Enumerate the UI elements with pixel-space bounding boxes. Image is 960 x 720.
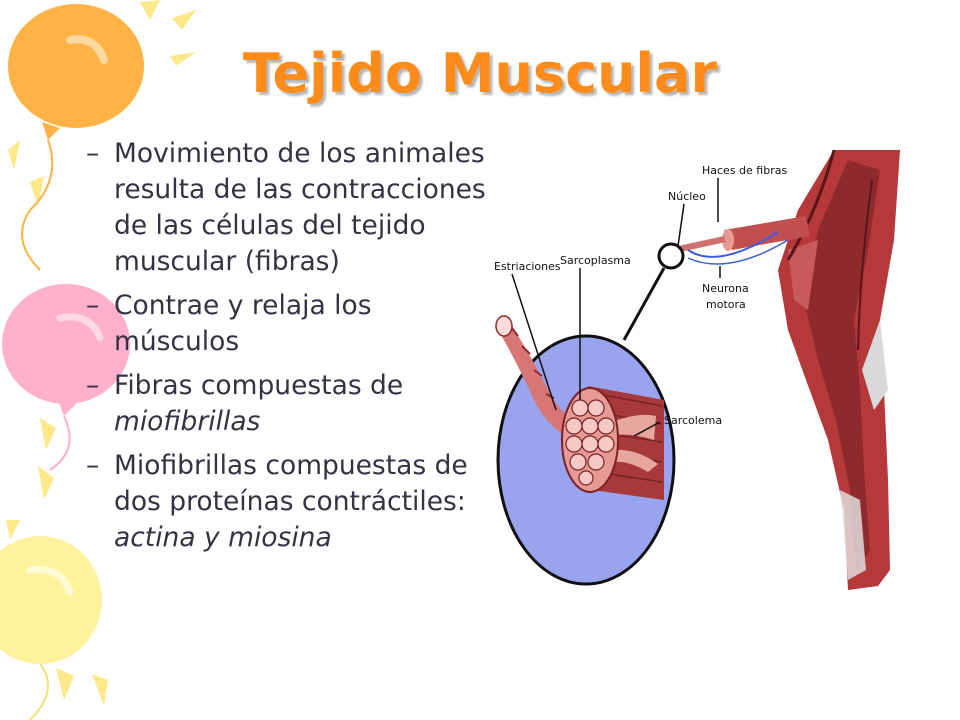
bullet-item: – Movimiento de los animales resulta de … (86, 136, 486, 280)
label-sarcolema: Sarcolema (664, 414, 722, 427)
label-sarcoplasma: Sarcoplasma (560, 254, 631, 267)
label-neurona: Neurona (702, 282, 749, 295)
bullet-dash: – (86, 290, 100, 321)
muscle-anatomy-illustration: Haces de fibras Núcleo Estriaciones Sarc… (494, 150, 900, 590)
bullet-dash: – (86, 138, 100, 169)
label-leaders (511, 178, 721, 437)
label-motora: motora (706, 298, 746, 311)
orange-balloon-icon (8, 4, 144, 271)
bullet-dash: – (86, 370, 100, 401)
yellow-balloon-icon (0, 536, 102, 720)
bullet-item: – Fibras compuestas de miofibrillas (86, 368, 486, 440)
muscle-fiber-icon (495, 315, 664, 500)
bullet-italic-text: miofibrillas (114, 406, 261, 437)
bullet-list: – Movimiento de los animales resulta de … (86, 136, 486, 564)
bullet-item: – Contrae y relaja los músculos (86, 288, 486, 360)
bullet-text: Contrae y relaja los músculos (114, 290, 372, 357)
label-haces-de-fibras: Haces de fibras (702, 164, 787, 177)
bullet-italic-text: actina y miosina (114, 522, 332, 553)
bullet-text: Miofibrillas compuestas de dos proteínas… (114, 450, 468, 517)
pink-balloon-icon (2, 284, 130, 471)
label-estriaciones: Estriaciones (494, 260, 561, 273)
connector-line (622, 267, 666, 341)
bullet-text: Movimiento de los animales resulta de la… (114, 138, 486, 277)
label-nucleo: Núcleo (668, 190, 706, 203)
detail-marker-icon (657, 242, 685, 270)
bullet-dash: – (86, 450, 100, 481)
bullet-text: Fibras compuestas de (114, 370, 404, 401)
fiber-bundle-icon (678, 216, 810, 265)
leg-muscle-icon (778, 150, 900, 590)
bullet-item: – Miofibrillas compuestas de dos proteín… (86, 448, 486, 556)
slide-title: Tejido Muscular (242, 42, 718, 105)
